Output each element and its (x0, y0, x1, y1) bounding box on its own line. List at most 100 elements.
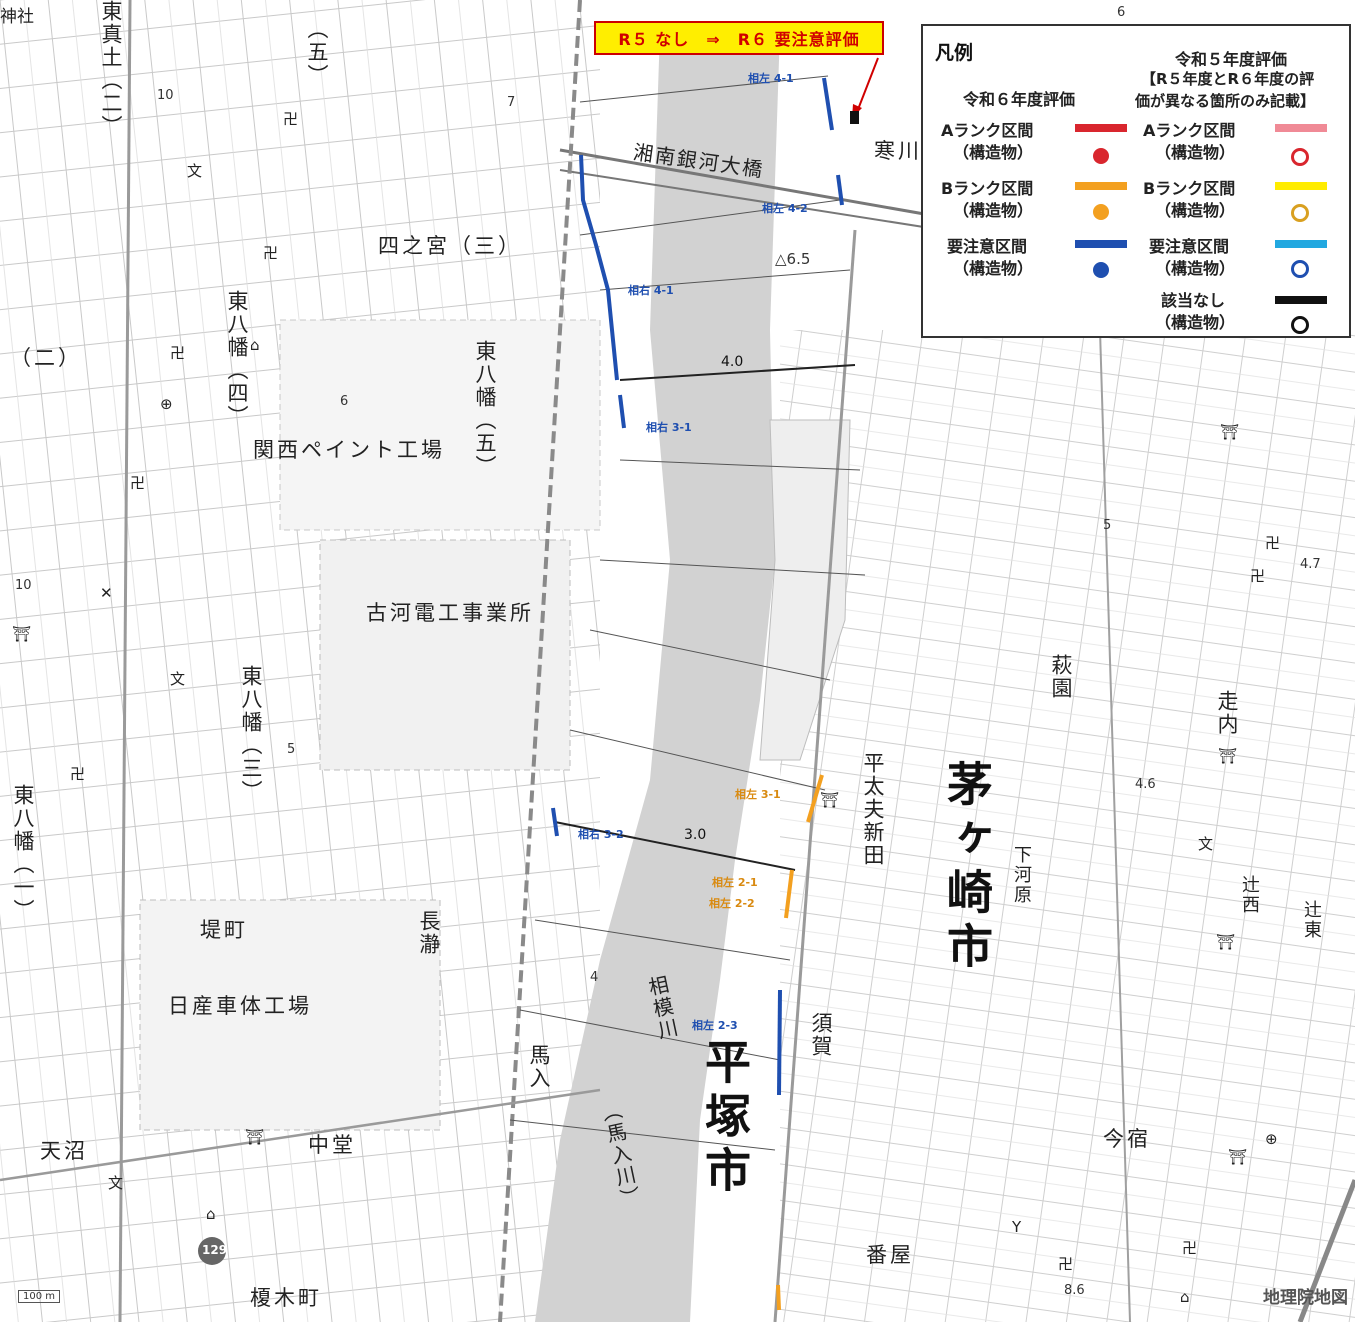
label-kansai-paint: 関西ペイント工場 (253, 438, 445, 462)
label-samukawa: 寒川 (874, 139, 922, 163)
legend-r6-b-label: Bランク区間 (941, 179, 1034, 198)
fire-station-icon: Y (1012, 1218, 1022, 1236)
section-label-l23: 相左 2-3 (692, 1019, 738, 1032)
legend-r5-b-ring (1291, 204, 1309, 222)
legend-r6-b-line (1075, 182, 1127, 190)
road-railway (498, 0, 582, 1322)
road-shonan-bridge-2 (559, 169, 931, 229)
urban-grid-east (780, 330, 1355, 1322)
legend-r6-caution-struct: （構造物） (953, 259, 1034, 278)
temple-icon: 卍 (263, 244, 279, 262)
police-box-icon: ✕ (100, 584, 113, 602)
elev-4-6: 4.6 (1135, 777, 1156, 792)
legend-r5-a-ring (1291, 148, 1309, 166)
label-higashiyawata-5: 東八幡（五） (473, 340, 497, 478)
legend-r6-heading: 令和６年度評価 (963, 90, 1076, 109)
segment-b-bottom (776, 1284, 781, 1311)
section-line-a (599, 269, 851, 291)
scale-bar: 100 m (18, 1290, 61, 1303)
section-line-d (589, 629, 831, 681)
segment-b-l31 (806, 774, 824, 823)
section-line-h (509, 1119, 776, 1151)
label-ni-left: （二） (10, 346, 82, 370)
section-label-l21: 相左 2-1 (712, 876, 758, 889)
section-label-l42: 相左 4-2 (762, 202, 808, 215)
label-hiratsuka-city: 平塚市 (698, 1038, 752, 1200)
legend-r6-a-dot (1093, 148, 1109, 164)
section-line-b (619, 459, 861, 471)
sagami-river (535, 30, 780, 1322)
factory-area-nissan (139, 899, 441, 1131)
legend-title: 凡例 (935, 42, 974, 64)
section-line-3-0 (554, 821, 796, 871)
legend-r5-caution-line (1275, 240, 1327, 248)
section-label-l22: 相左 2-2 (709, 897, 755, 910)
label-tsutsumicho: 堤町 (200, 918, 248, 942)
legend-r6-b-struct: （構造物） (953, 201, 1034, 220)
school-icon: 文 (108, 1174, 124, 1192)
elev-5-east: 5 (1103, 518, 1112, 533)
legend-r5-heading-2: 【R５年度とR６年度の評 (1141, 70, 1315, 88)
segment-caution-l42 (836, 174, 844, 206)
legend-none-label: 該当なし (1161, 291, 1226, 310)
legend-r5-heading-1: 令和５年度評価 (1175, 50, 1288, 69)
segment-caution-l23 (777, 989, 782, 1096)
elev-7: 7 (507, 95, 516, 110)
shrine-icon: ⛩ (1218, 747, 1238, 765)
shrine-icon: ⛩ (820, 791, 840, 809)
legend-r5-b-line (1275, 182, 1327, 190)
temple-icon: 卍 (70, 765, 86, 783)
shrine-icon: ⛩ (1220, 423, 1240, 441)
elev-4: 4 (590, 970, 599, 985)
section-label-r41: 相右 4-1 (628, 284, 674, 297)
legend-r6-caution-line (1075, 240, 1127, 248)
temple-icon: 卍 (130, 474, 146, 492)
legend-r6-caution-label: 要注意区間 (947, 237, 1028, 256)
evaluation-change-banner: R５ なし ⇒ R６ 要注意評価 (594, 21, 884, 55)
label-furukawa: 古河電工事業所 (366, 601, 534, 625)
banner-arrow (856, 57, 879, 113)
label-higashiyawata-1: 東八幡（一） (11, 784, 35, 922)
shrine-icon: ⛩ (245, 1128, 265, 1146)
legend-r5-b-label: Bランク区間 (1143, 179, 1236, 198)
legend-none-struct: （構造物） (1155, 313, 1236, 332)
school-icon: 文 (1198, 835, 1214, 853)
elev-5-west: 5 (287, 742, 296, 757)
route-129-shield (198, 1237, 226, 1265)
school-icon: 文 (187, 162, 203, 180)
road-east-levee (773, 229, 857, 1322)
label-route-129: 129 (202, 1243, 228, 1257)
label-suga: 須賀 (809, 1012, 833, 1058)
section-line-4-1 (579, 75, 829, 103)
temple-icon: 卍 (1265, 534, 1281, 552)
road-shonan-bridge (559, 148, 931, 217)
label-nissan: 日産車体工場 (168, 994, 312, 1018)
legend-box: 凡例 令和６年度評価 令和５年度評価 【R５年度とR６年度の評 価が異なる箇所の… (921, 24, 1351, 338)
label-higashiyawata-4: 東八幡（四） (225, 290, 249, 428)
label-umairi: 馬入 (527, 1044, 551, 1090)
legend-r6-b-dot (1093, 204, 1109, 220)
label-higashiyawata-3: 東八幡（三） (239, 665, 263, 803)
km-post-4-0: 4.0 (721, 354, 744, 370)
label-chigasaki-city: 茅ヶ崎市 (940, 760, 994, 976)
section-label-r32: 相右 3-2 (578, 828, 624, 841)
legend-r6-a-struct: （構造物） (953, 143, 1034, 162)
section-line-4-0 (619, 364, 856, 381)
temple-icon: 卍 (1058, 1255, 1074, 1273)
temple-icon: 卍 (1182, 1239, 1198, 1257)
section-line-g (519, 1009, 781, 1061)
road-national-129 (118, 0, 132, 1322)
temple-icon: 卍 (1250, 567, 1266, 585)
elev-6-5: △6.5 (775, 250, 811, 268)
river-sandbar (759, 419, 851, 761)
legend-r5-caution-label: 要注意区間 (1149, 237, 1230, 256)
label-hashiriuchi: 走内 (1215, 690, 1239, 736)
shrine-icon: ⛩ (12, 625, 32, 643)
segment-b-l21 (784, 869, 794, 919)
label-hiradayu-shinden: 平太夫新田 (861, 752, 885, 867)
section-line-f (534, 919, 791, 961)
road-right-diag (1297, 1179, 1355, 1322)
elev-6-topright: 6 (1117, 5, 1126, 20)
post-office-icon: ⊕ (160, 395, 173, 413)
legend-r5-a-struct: （構造物） (1155, 143, 1236, 162)
